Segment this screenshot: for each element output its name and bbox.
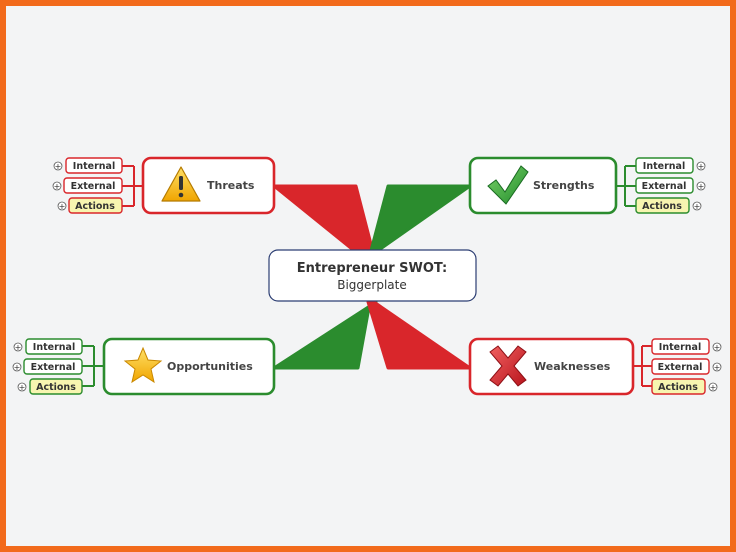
topic-strengths[interactable]: Strengths — [468, 156, 618, 215]
subtopic-actions[interactable]: Actions — [68, 197, 123, 214]
subtopic-label: Actions — [642, 201, 682, 212]
topic-opportunities-label: Opportunities — [167, 360, 253, 373]
star-icon — [123, 346, 163, 384]
expand-button[interactable]: + — [52, 181, 62, 191]
svg-text:+: + — [694, 202, 701, 211]
subtopic-label: Internal — [643, 161, 685, 172]
subtopic-label: External — [658, 362, 703, 373]
svg-text:+: + — [714, 343, 721, 352]
subtopic-label: Actions — [658, 382, 698, 393]
svg-text:+: + — [54, 182, 61, 191]
expand-button[interactable]: + — [57, 201, 67, 211]
svg-text:+: + — [710, 383, 717, 392]
central-subtitle: Biggerplate — [337, 278, 407, 292]
subtopic-label: Internal — [659, 342, 701, 353]
subtopic-label: Actions — [36, 382, 76, 393]
svg-text:+: + — [59, 202, 66, 211]
weaknesses-subtopics: Internal External Actions + + + — [651, 338, 722, 395]
svg-text:+: + — [19, 383, 26, 392]
topic-threats-label: Threats — [207, 179, 255, 192]
subtopic-internal[interactable]: Internal — [635, 157, 694, 174]
subtopic-internal[interactable]: Internal — [25, 338, 83, 355]
subtopic-label: Internal — [73, 161, 115, 172]
subtopic-actions[interactable]: Actions — [651, 378, 706, 395]
expand-button[interactable]: + — [692, 201, 702, 211]
svg-text:+: + — [14, 363, 21, 372]
subtopic-label: External — [71, 181, 116, 192]
subtopic-label: External — [31, 362, 76, 373]
subtopic-label: Internal — [33, 342, 75, 353]
bracket-strengths — [616, 165, 636, 207]
expand-button[interactable]: + — [12, 362, 22, 372]
warning-icon — [161, 166, 201, 202]
expand-button[interactable]: + — [53, 161, 63, 171]
svg-text:+: + — [55, 162, 62, 171]
expand-button[interactable]: + — [696, 181, 706, 191]
svg-text:+: + — [714, 363, 721, 372]
subtopic-label: Actions — [75, 201, 115, 212]
expand-button[interactable]: + — [708, 382, 718, 392]
svg-text:+: + — [698, 162, 705, 171]
expand-button[interactable]: + — [13, 342, 23, 352]
subtopic-actions[interactable]: Actions — [635, 197, 690, 214]
svg-text:+: + — [698, 182, 705, 191]
connectors — [82, 165, 652, 387]
topic-strengths-label: Strengths — [533, 179, 595, 192]
subtopic-internal[interactable]: Internal — [651, 338, 710, 355]
topic-threats[interactable]: Threats — [141, 156, 276, 215]
central-title: Entrepreneur SWOT: — [297, 261, 447, 276]
subtopic-external[interactable]: External — [63, 177, 123, 194]
connector-weaknesses — [366, 300, 472, 370]
connector-opportunities — [272, 300, 378, 370]
expand-button[interactable]: + — [17, 382, 27, 392]
strengths-subtopics: Internal External Actions + + + — [635, 157, 706, 214]
topic-opportunities[interactable]: Opportunities — [102, 337, 276, 396]
bracket-weaknesses — [633, 345, 652, 387]
subtopic-actions[interactable]: Actions — [29, 378, 83, 395]
svg-text:+: + — [15, 343, 22, 352]
cross-icon — [489, 345, 527, 387]
subtopic-label: External — [642, 181, 687, 192]
subtopic-internal[interactable]: Internal — [65, 157, 123, 174]
subtopic-external[interactable]: External — [651, 358, 710, 375]
bracket-threats — [122, 165, 143, 207]
topic-weaknesses[interactable]: Weaknesses — [468, 337, 635, 396]
expand-button[interactable]: + — [712, 342, 722, 352]
opportunities-subtopics: Internal External Actions + + + — [12, 338, 83, 395]
bracket-opportunities — [82, 345, 104, 387]
expand-button[interactable]: + — [712, 362, 722, 372]
checkmark-icon — [487, 165, 529, 205]
subtopic-external[interactable]: External — [23, 358, 83, 375]
topic-weaknesses-label: Weaknesses — [534, 360, 611, 373]
expand-button[interactable]: + — [696, 161, 706, 171]
subtopic-external[interactable]: External — [635, 177, 694, 194]
threats-subtopics: Internal External Actions + + + — [52, 157, 123, 214]
central-topic[interactable]: Entrepreneur SWOT: Biggerplate — [268, 249, 477, 302]
